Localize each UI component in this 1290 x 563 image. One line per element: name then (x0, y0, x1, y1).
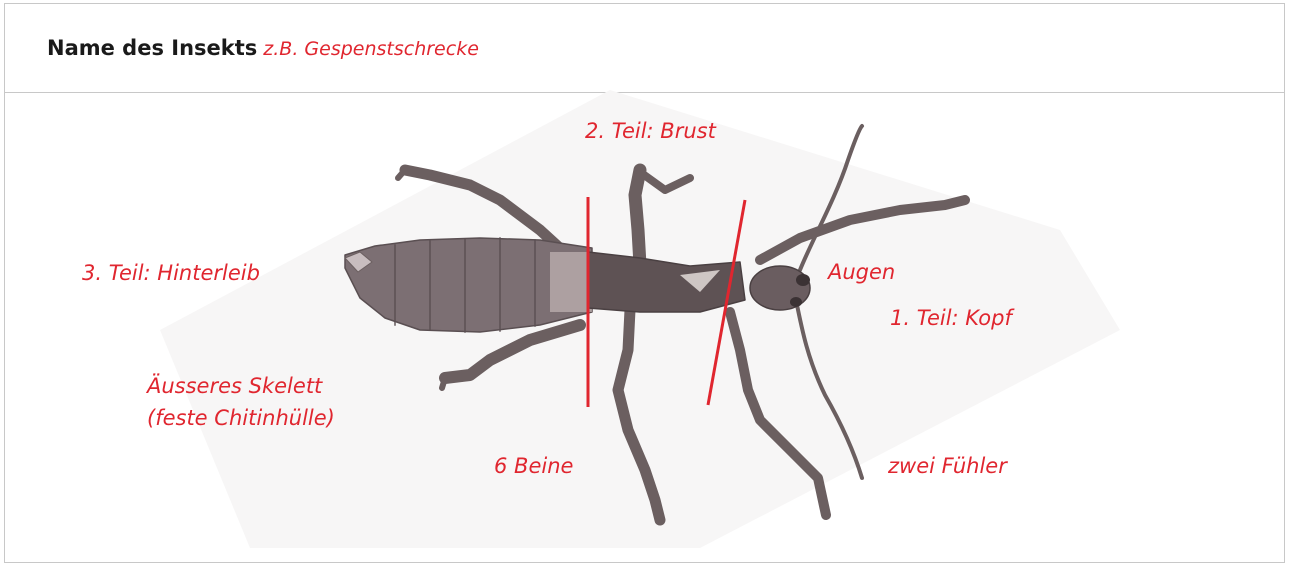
eye (796, 274, 810, 286)
label-hinterleib: 3. Teil: Hinterleib (82, 258, 260, 288)
label-augen: Augen (828, 257, 895, 287)
label-beine: 6 Beine (494, 451, 573, 481)
leg-middle-upper (635, 170, 640, 265)
label-kopf: 1. Teil: Kopf (890, 303, 1012, 333)
label-skelett-line2: (feste Chitinhülle) (147, 402, 335, 434)
label-fuehler: zwei Fühler (888, 451, 1007, 481)
diagram-stage: 2. Teil: Brust 3. Teil: Hinterleib Augen… (0, 0, 1290, 548)
label-brust: 2. Teil: Brust (585, 116, 716, 146)
label-skelett-line1: Äusseres Skelett (147, 370, 335, 402)
label-skelett: Äusseres Skelett (feste Chitinhülle) (147, 370, 335, 434)
